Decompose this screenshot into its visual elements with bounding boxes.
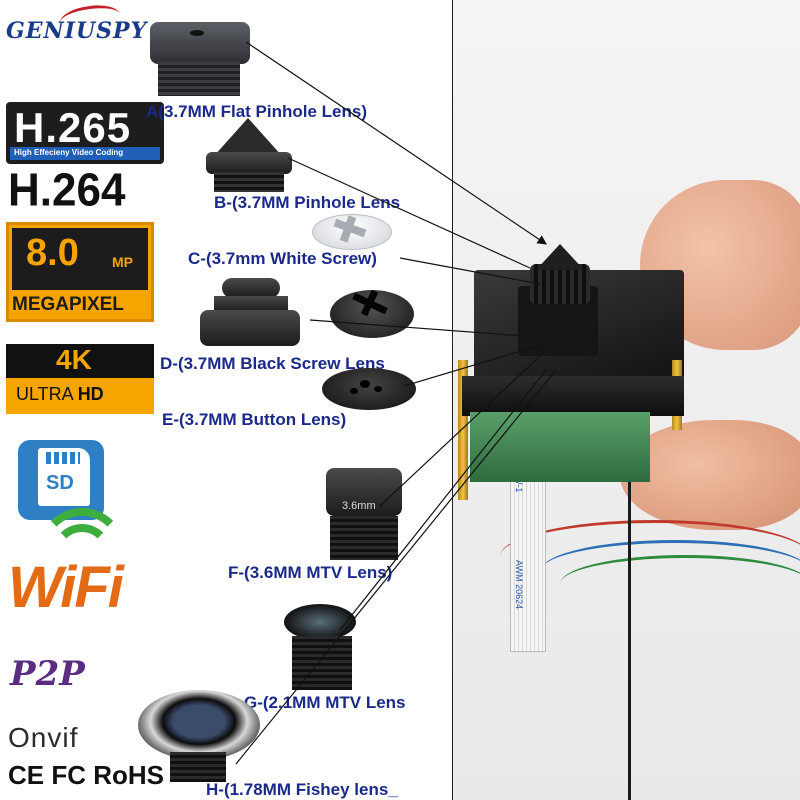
lens-d-label: D-(3.7MM Black Screw Lens [160,354,385,373]
wire-green [560,555,800,613]
uhd-title: 4K [56,344,92,375]
wifi-icon [38,508,126,596]
pcb-main-board [462,376,684,416]
lens-b-ring [206,152,292,174]
lens-f-thread [330,516,398,560]
lens-e-hole-1 [360,380,370,388]
p2p-logo: P2P [10,654,85,694]
lens-e-hole-3 [350,388,358,394]
lens-g-label: G-(2.1MM MTV Lens [244,693,406,712]
sd-card-label: SD [46,472,74,494]
h265-title: H.265 [14,104,132,151]
h265-subtitle: High Effecieny Video Coding [14,148,124,157]
h264-badge: H.264 [8,164,126,217]
lens-a-thread [158,62,240,96]
pcb-wifi-board [470,412,650,482]
lens-d-base [200,310,300,346]
megapixel-value: 8.0 [26,232,79,274]
uhd-badge-top [6,344,154,378]
wifi-arc-inner [52,524,112,584]
lens-b-cone [214,118,282,156]
uhd-badge-bottom [6,378,154,414]
onvif-logo: Onvif [8,722,79,753]
lens-g-thread [292,636,352,690]
lens-a-pinhole [190,30,204,36]
ribbon-text-2: AWM 20624 [514,560,524,610]
megapixel-label: MEGAPIXEL [12,294,124,315]
lens-c-label: C-(3.7mm White Screw) [188,249,377,268]
megapixel-unit: MP [112,254,133,270]
sd-card-pins [46,452,80,464]
wire-blue [540,540,800,603]
brand-logo: GENIUSPY [6,18,148,44]
certification-marks: CE FC RoHS [8,760,164,790]
lens-a-cap [150,22,250,64]
lens-h-thread [170,752,226,782]
wifi-label: WiFi [8,555,124,620]
lens-e-label: E-(3.7MM Button Lens) [162,410,347,429]
mounted-pinhole-cone [536,244,584,270]
lens-b-thread [214,172,284,192]
h265-bar [10,147,160,160]
lens-d-mid [214,296,288,312]
lens-f-label: F-(3.6MM MTV Lens) [228,563,393,582]
lens-e-button [322,368,416,410]
mounted-lens-ring [530,264,590,304]
megapixel-inner [12,228,148,290]
lens-b-label: B-(3.7MM Pinhole Lens [214,193,401,212]
lens-h-label: H-(1.78MM Fishey lens_ [206,780,398,799]
lens-e-hole-2 [374,386,382,392]
wire-black [628,440,631,800]
uhd-sub-plain: ULTRA [16,384,78,404]
lens-d-top [222,278,280,298]
lens-h-fisheye [138,690,260,760]
wire-red [500,520,800,593]
uhd-sub-bold: HD [77,384,104,404]
lens-f-engraving: 3.6mm [342,500,376,512]
hand-thumb [620,420,800,530]
uhd-subtitle: ULTRA HD [16,384,104,405]
lens-g-glass [284,604,356,640]
